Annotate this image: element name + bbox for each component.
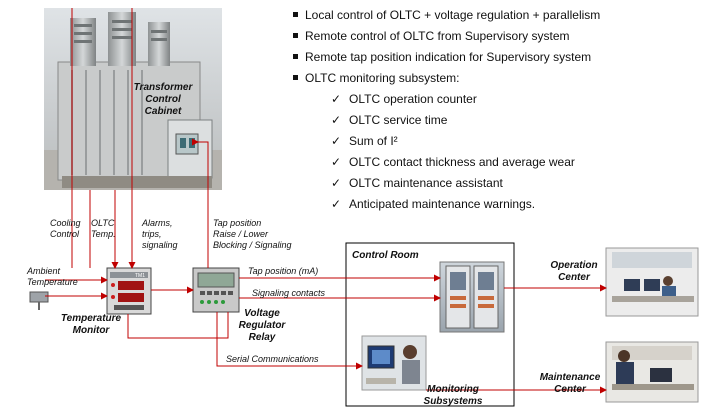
bullet-square-icon (293, 75, 298, 80)
device-tag: TM1 (135, 273, 145, 279)
control-room-box (345, 242, 515, 407)
bullet-item: Remote control of OLTC from Supervisory … (293, 29, 570, 43)
check-icon: ✓ (331, 113, 342, 127)
transformer-cabinet-label: Transformer Control Cabinet (128, 82, 198, 118)
label-line: Control (50, 229, 80, 239)
transformer-photo (44, 8, 222, 190)
control-panel-photo (439, 261, 505, 333)
signaling-contacts-label: Signaling contacts (252, 288, 326, 298)
label-line: signaling (142, 240, 178, 250)
label-line: Temperature (27, 277, 78, 287)
label-line: Monitor (72, 325, 110, 336)
cooling-control-label: Cooling Control (50, 218, 81, 240)
check-text: OLTC service time (349, 113, 448, 127)
control-room-label: Control Room (352, 250, 419, 261)
check-icon: ✓ (331, 134, 342, 148)
label-line: Temp. (91, 229, 116, 239)
check-item: ✓ Anticipated maintenance warnings. (331, 197, 535, 211)
monitoring-photo (361, 335, 427, 391)
label-line: Center (554, 384, 586, 395)
check-icon: ✓ (331, 155, 342, 169)
label-line: Maintenance (539, 372, 601, 383)
label-line: Relay (248, 332, 276, 343)
monitor-loop-wire (127, 312, 229, 339)
temperature-monitor-label: Temperature Monitor (56, 313, 126, 337)
tap-position-label: Tap position Raise / Lower Blocking / Si… (213, 218, 292, 251)
operation-center-photo (605, 247, 699, 317)
label-line: OLTC (91, 218, 115, 228)
monitoring-subsystems-label: Monitoring Subsystems (418, 384, 488, 408)
check-icon: ✓ (331, 176, 342, 190)
voltage-regulator-device (192, 267, 240, 313)
bullet-square-icon (293, 33, 298, 38)
label-line: Voltage (244, 308, 280, 319)
check-item: ✓ OLTC service time (331, 113, 447, 127)
maintenance-center-label: Maintenance Center (536, 372, 604, 396)
label-line: Transformer (133, 82, 193, 93)
maintenance-center-photo (605, 341, 699, 403)
temperature-monitor-device (106, 267, 152, 315)
bullet-text: Remote control of OLTC from Supervisory … (305, 29, 570, 43)
label-line: Alarms, (142, 218, 173, 228)
bullet-item: OLTC monitoring subsystem: (293, 71, 460, 85)
check-text: Anticipated maintenance warnings. (349, 197, 536, 211)
tap-position-ma-label: Tap position (mA) (248, 266, 319, 276)
check-item: ✓ OLTC operation counter (331, 92, 477, 106)
label-line: Ambient (27, 266, 61, 276)
label-line: Operation (550, 260, 598, 271)
serial-wire (216, 312, 363, 370)
alarms-label: Alarms, trips, signaling (142, 218, 178, 251)
check-item: ✓ Sum of I² (331, 134, 398, 148)
label-line: Cooling (50, 218, 81, 228)
connection-lines (45, 8, 607, 394)
ambient-label: Ambient Temperature (27, 266, 78, 288)
voltage-regulator-label: Voltage Regulator Relay (232, 308, 292, 344)
check-text: OLTC operation counter (349, 92, 477, 106)
oltc-temp-label: OLTC Temp. (91, 218, 116, 240)
check-text: OLTC maintenance assistant (349, 176, 503, 190)
label-line: Control (145, 94, 181, 105)
label-line: Cabinet (144, 106, 182, 117)
bullet-text: Local control of OLTC + voltage regulati… (305, 8, 601, 22)
check-icon: ✓ (331, 197, 342, 211)
serial-communications-label: Serial Communications (226, 354, 319, 364)
bullet-text: OLTC monitoring subsystem: (305, 71, 460, 85)
check-icon: ✓ (331, 92, 342, 106)
bullet-item: Local control of OLTC + voltage regulati… (293, 8, 600, 22)
operation-center-label: Operation Center (546, 260, 602, 284)
ambient-sensor-icon (29, 291, 49, 310)
bullet-square-icon (293, 12, 298, 17)
check-text: Sum of I² (349, 134, 398, 148)
tap-position-wire (192, 138, 209, 268)
label-line: Tap position (213, 218, 262, 228)
label-line: Regulator (238, 320, 286, 331)
bullet-square-icon (293, 54, 298, 59)
label-line: Raise / Lower (213, 229, 269, 239)
label-line: Subsystems (423, 396, 483, 407)
check-text: OLTC contact thickness and average wear (349, 155, 575, 169)
check-item: ✓ OLTC contact thickness and average wear (331, 155, 575, 169)
bullet-text: Remote tap position indication for Super… (305, 50, 592, 64)
check-item: ✓ OLTC maintenance assistant (331, 176, 503, 190)
label-line: Monitoring (427, 384, 479, 395)
bullet-item: Remote tap position indication for Super… (293, 50, 591, 64)
label-line: trips, (142, 229, 162, 239)
label-line: Blocking / Signaling (213, 240, 292, 250)
label-line: Center (558, 272, 590, 283)
label-line: Temperature (60, 313, 122, 324)
